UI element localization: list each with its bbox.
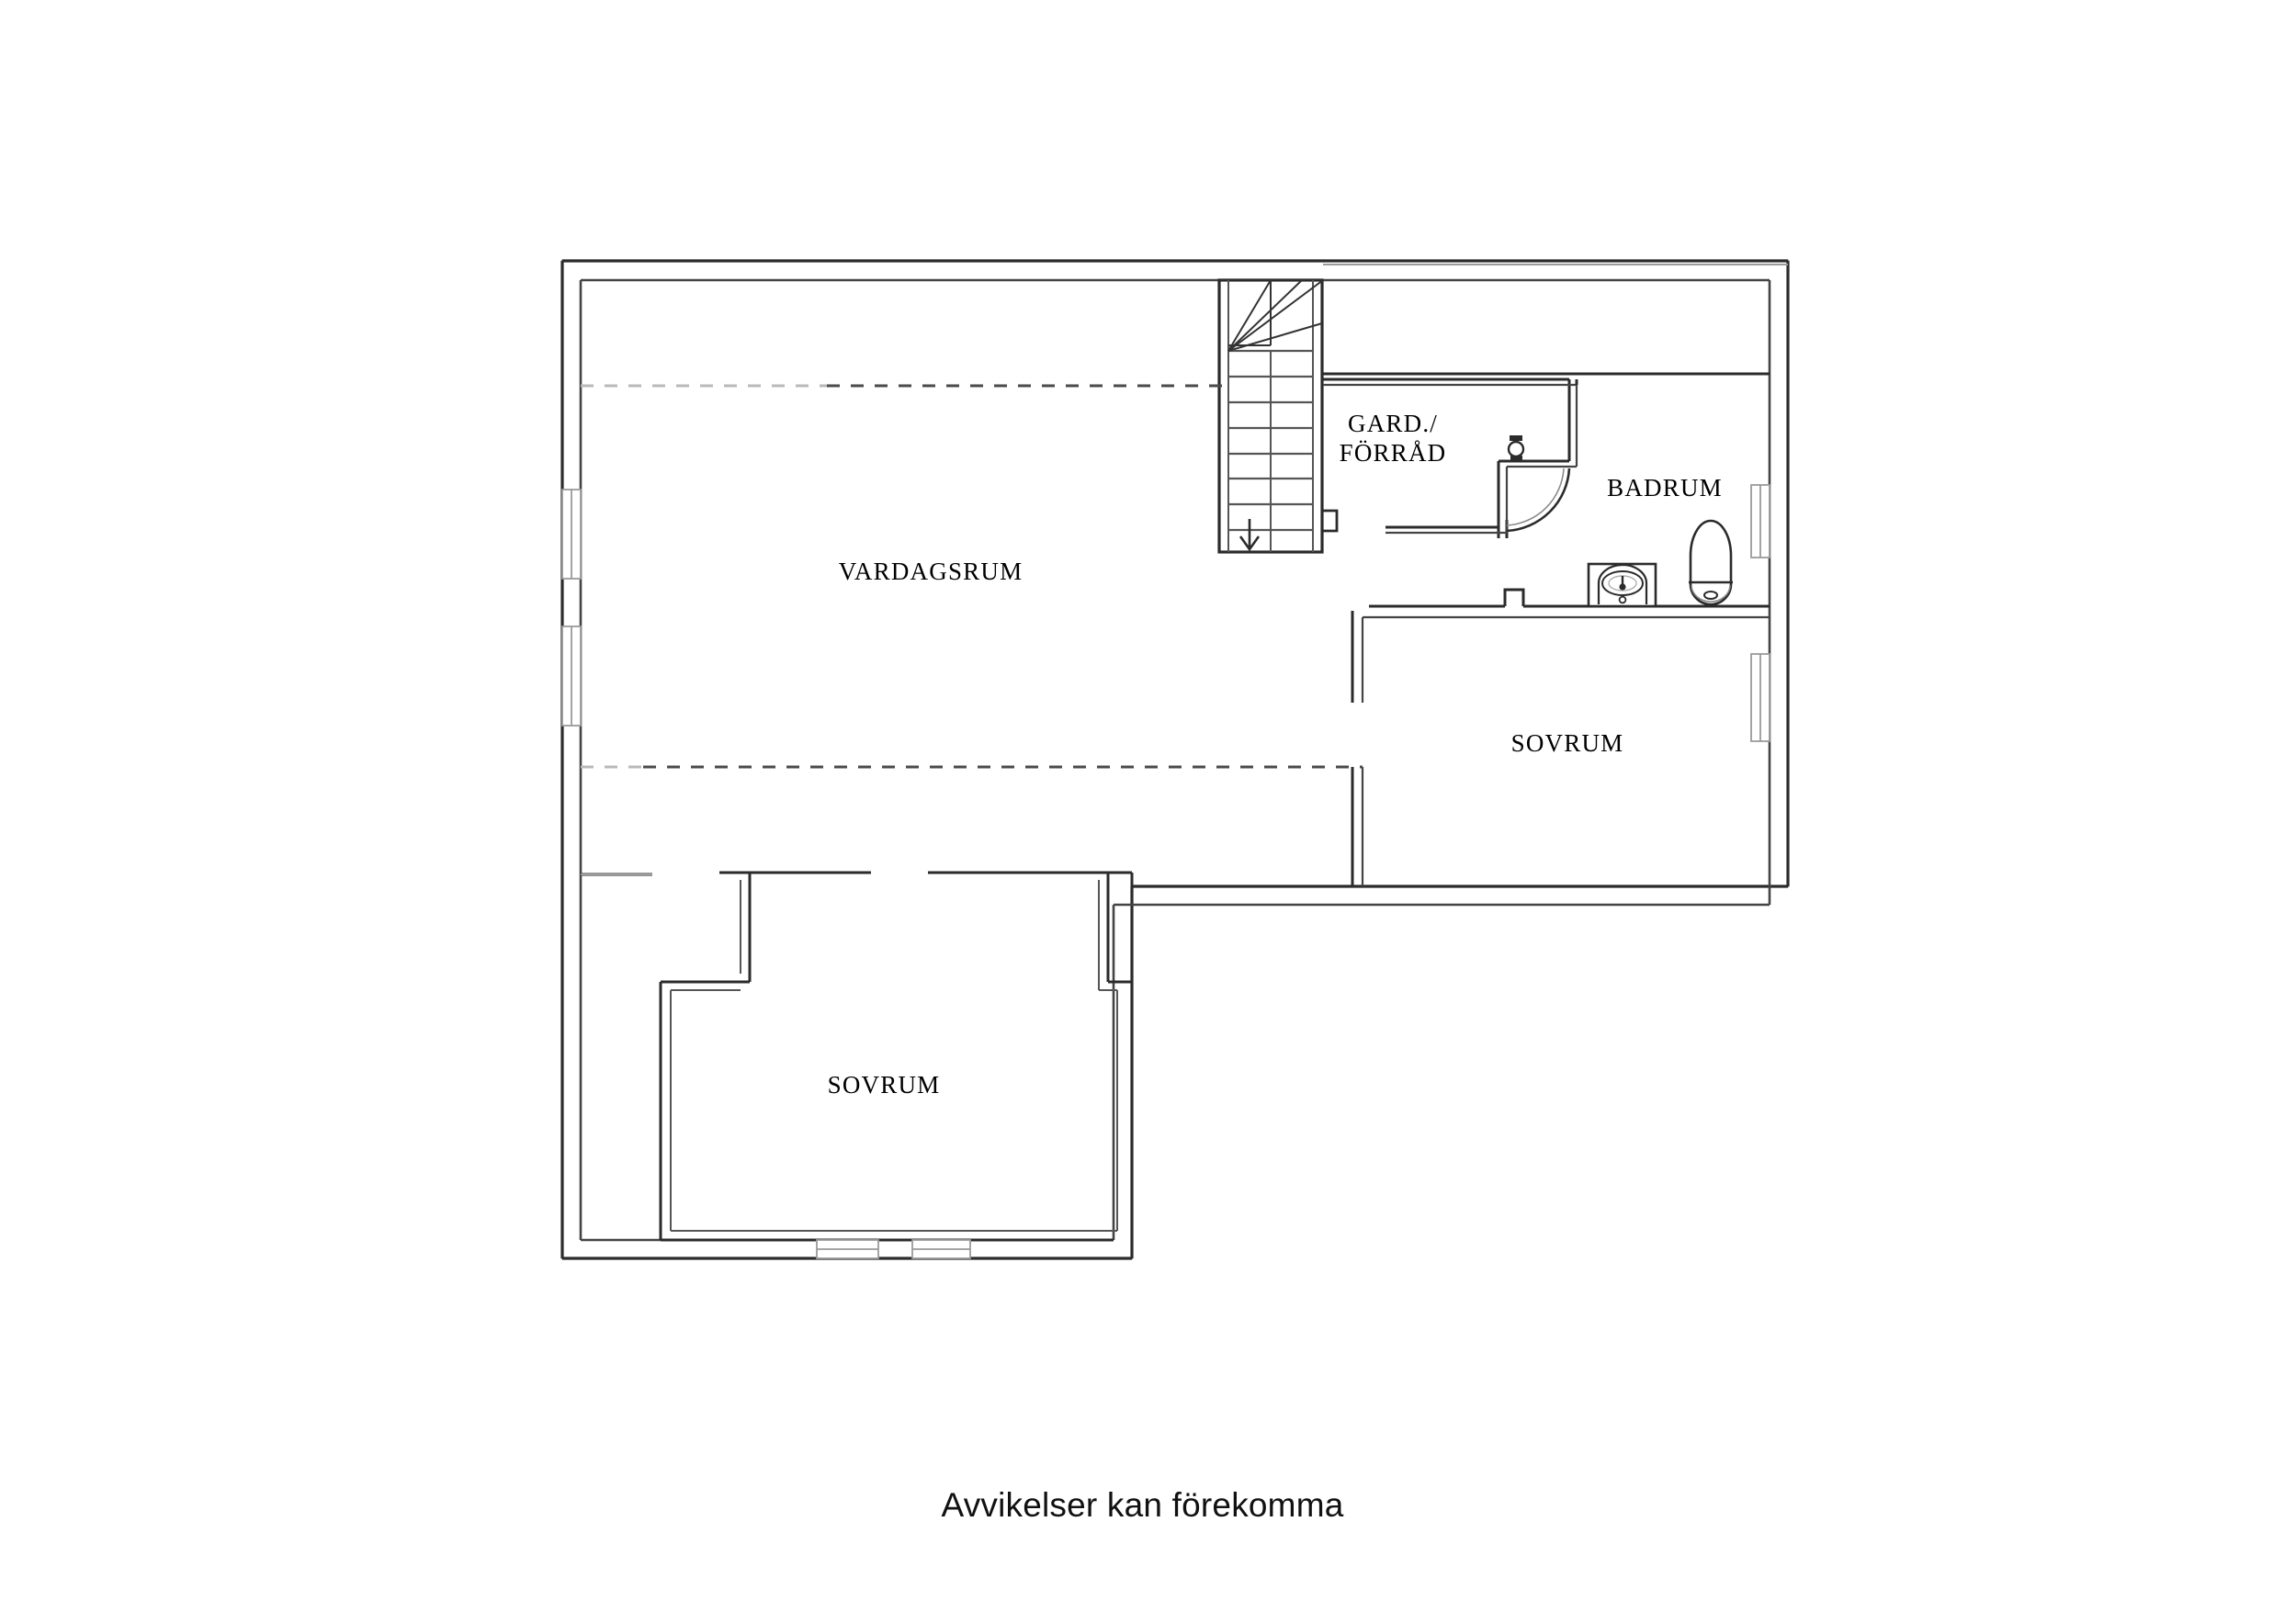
- room-label-gard-forrad-line2: FÖRRÅD: [1340, 439, 1447, 467]
- lower-bedroom-walls: [581, 871, 1132, 1242]
- stair-treads: [1228, 349, 1313, 552]
- upper-bedroom-walls-inner: [1361, 615, 1770, 886]
- room-label-gard-forrad-line1: GARD./: [1348, 410, 1438, 437]
- stair-winders: [1227, 279, 1324, 352]
- room-label-sovrum-lower: SOVRUM: [828, 1071, 941, 1099]
- window-right-2: [1750, 653, 1770, 742]
- lower-bedroom-walls-inner: [670, 880, 1118, 1232]
- door-swing-arc-icon-inner: [1506, 468, 1565, 526]
- closet-walls: [1323, 378, 1571, 538]
- door-swing-arc-icon: [1506, 468, 1571, 533]
- inner-wall-lines: [579, 278, 1771, 1242]
- room-label-sovrum-upper: SOVRUM: [1511, 729, 1624, 757]
- room-label-badrum: BADRUM: [1607, 474, 1723, 502]
- plan-caption: Avvikelser kan förekomma: [0, 1486, 2296, 1525]
- closet-walls-inner: [1323, 383, 1578, 535]
- toilet-icon: [1689, 519, 1733, 606]
- small-wall-fixture-icon: [1507, 435, 1525, 460]
- stair-direction-arrow: [1238, 519, 1261, 552]
- corridor-stub-walls: [928, 871, 1134, 886]
- window-left-1: [561, 489, 582, 580]
- room-label-vardagsrum: VARDAGSRUM: [839, 558, 1024, 585]
- sink-icon: [1587, 562, 1657, 608]
- outer-wall-envelope: [560, 259, 1790, 1260]
- window-left-2: [561, 626, 582, 727]
- window-bottom-1: [816, 1239, 879, 1259]
- structural-walls: [560, 259, 1790, 1260]
- staircase: [1217, 278, 1339, 554]
- plan-caption-text: Avvikelser kan förekomma: [941, 1486, 1344, 1524]
- window-bottom-2: [911, 1239, 971, 1259]
- window-right-1: [1750, 484, 1770, 558]
